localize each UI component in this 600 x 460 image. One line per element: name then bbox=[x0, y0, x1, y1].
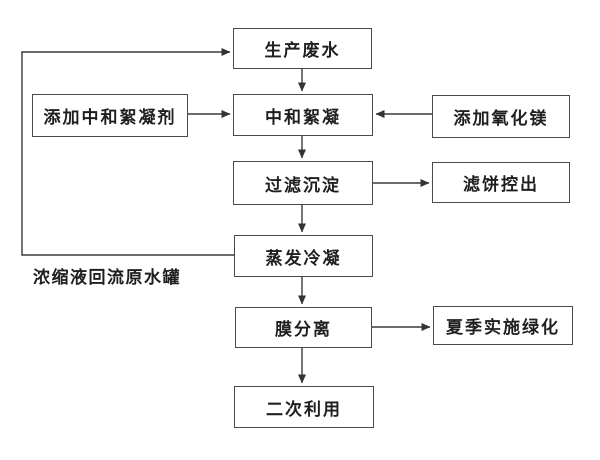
node-label: 生产废水 bbox=[264, 41, 341, 60]
node-label: 中和絮凝 bbox=[265, 107, 341, 127]
node-label: 添加氧化镁 bbox=[453, 109, 549, 128]
recycle-loop-label: 浓缩液回流原水罐 bbox=[33, 268, 181, 287]
node-label: 添加中和絮凝剂 bbox=[43, 108, 177, 127]
node-label: 膜分离 bbox=[275, 320, 332, 339]
node-filtration-sedimentation: 过滤沉淀 bbox=[233, 161, 373, 205]
node-label: 滤饼控出 bbox=[463, 175, 539, 194]
node-label: 夏季实施绿化 bbox=[446, 318, 560, 337]
node-add-magnesium-oxide: 添加氧化镁 bbox=[432, 95, 570, 138]
node-add-neutralizing-flocculant: 添加中和絮凝剂 bbox=[32, 94, 188, 137]
node-label: 二次利用 bbox=[266, 399, 342, 419]
node-production-wastewater: 生产废水 bbox=[233, 28, 372, 69]
node-membrane-separation: 膜分离 bbox=[235, 307, 372, 348]
node-summer-greening: 夏季实施绿化 bbox=[433, 306, 573, 345]
node-label: 蒸发冷凝 bbox=[265, 248, 342, 268]
node-label: 过滤沉淀 bbox=[265, 175, 341, 195]
node-neutralization-flocculation: 中和絮凝 bbox=[233, 94, 373, 136]
node-evaporation-condensation: 蒸发冷凝 bbox=[234, 235, 373, 277]
node-filter-cake-out: 滤饼控出 bbox=[432, 162, 570, 203]
node-secondary-use: 二次利用 bbox=[234, 386, 374, 428]
